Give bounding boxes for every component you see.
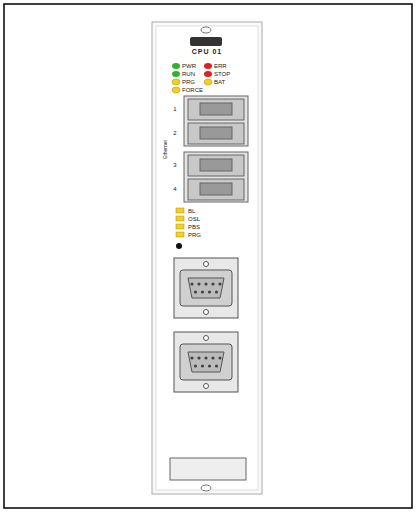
db9-connector	[174, 258, 238, 318]
db9-connector	[174, 332, 238, 392]
panel-inner	[156, 26, 258, 490]
module-name: CPU 01	[192, 48, 223, 55]
led-label: FORCE	[182, 87, 203, 93]
led-label: PRG	[188, 232, 201, 238]
status-leds	[172, 63, 212, 93]
led-label: PRG	[182, 79, 195, 85]
reset-hole	[176, 243, 182, 249]
led-label: ERR	[214, 63, 227, 69]
led-label: OSL	[188, 216, 200, 222]
db9-pins	[190, 282, 221, 367]
led-label: STOP	[214, 71, 230, 77]
led-label: BAT	[214, 79, 225, 85]
port-caption: Ethernet	[163, 140, 168, 159]
port-number: 2	[173, 130, 176, 136]
frame	[4, 4, 412, 508]
rj45-ports	[184, 96, 248, 202]
screw	[201, 485, 211, 491]
led-label: PWR	[182, 63, 196, 69]
panel	[152, 22, 262, 494]
port-number: 3	[173, 162, 176, 168]
port-number: 1	[173, 106, 176, 112]
bus-leds	[176, 208, 184, 237]
led-label: PBS	[188, 224, 200, 230]
label-slot	[170, 458, 246, 480]
led-label: BL	[188, 208, 195, 214]
port-number: 4	[173, 186, 176, 192]
cpu-module: CPU 01	[152, 22, 262, 494]
led-label: RUN	[182, 71, 195, 77]
screw	[201, 27, 211, 33]
logo-plate	[190, 37, 222, 46]
